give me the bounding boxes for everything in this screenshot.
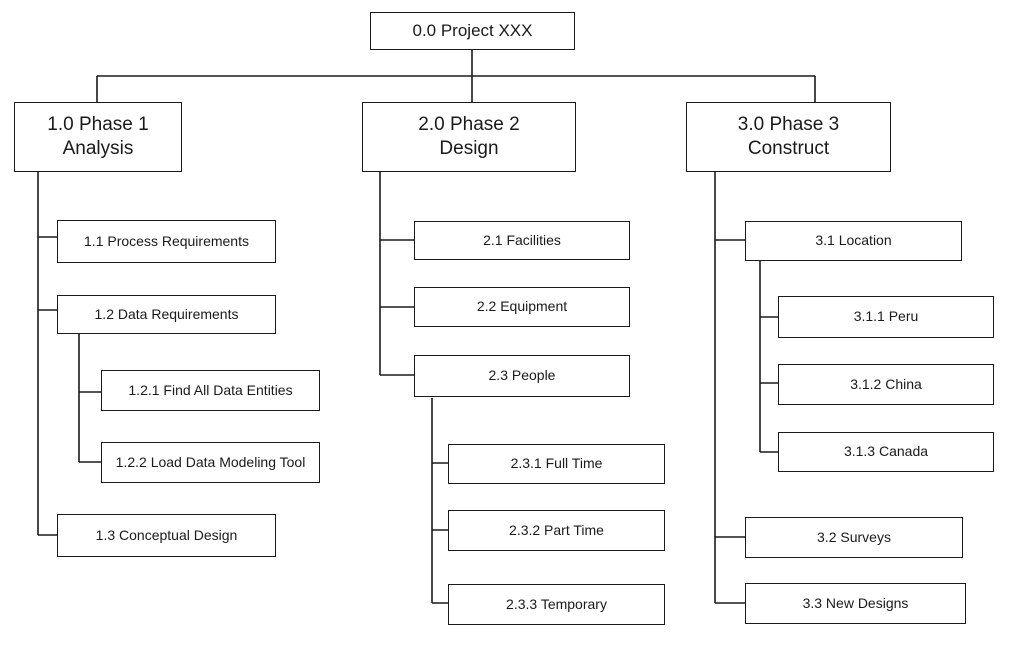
node-2-3-1: 2.3.1 Full Time [448,444,665,484]
node-phase-2: 2.0 Phase 2 Design [362,102,576,172]
node-2-3-3: 2.3.3 Temporary [448,584,665,625]
node-label-line2: Analysis [62,138,134,159]
node-project-root: 0.0 Project XXX [370,12,575,50]
node-label: 2.3.2 Part Time [509,521,604,538]
connector-phase3 [714,172,745,604]
node-label: 1.2 Data Requirements [94,305,239,322]
node-label: 3.2 Surveys [817,528,891,545]
node-label: 1.1 Process Requirements [84,232,249,249]
node-label-line1: 2.0 Phase 2 [418,114,520,136]
node-2-3: 2.3 People [414,355,630,397]
node-1-1: 1.1 Process Requirements [57,220,276,263]
node-3-1-2: 3.1.2 China [778,364,994,405]
node-label: 3.1.2 China [850,375,922,392]
connector-phase2 [379,172,414,376]
node-2-2: 2.2 Equipment [414,287,630,327]
node-label: 1.2.1 Find All Data Entities [128,381,293,398]
connector-phase2-sub [431,398,448,604]
node-1-2-1: 1.2.1 Find All Data Entities [101,370,320,411]
node-3-1-1: 3.1.1 Peru [778,296,994,338]
connector-phase1-sub [78,334,101,463]
node-1-3: 1.3 Conceptual Design [57,514,276,557]
node-label-line1: 3.0 Phase 3 [737,114,840,136]
node-3-1-3: 3.1.3 Canada [778,432,994,472]
node-label: 0.0 Project XXX [412,21,533,41]
node-label: 2.3.3 Temporary [506,595,607,612]
node-phase-3: 3.0 Phase 3 Construct [686,102,891,172]
node-phase-1: 1.0 Phase 1 Analysis [14,102,182,172]
node-label: 1.3 Conceptual Design [95,526,238,543]
node-3-1: 3.1 Location [745,221,962,261]
node-label-line1: 1.0 Phase 1 [47,114,149,136]
node-label: 2.3 People [488,367,556,384]
connector-phase3-sub [759,261,778,453]
node-2-1: 2.1 Facilities [414,221,630,260]
node-label: 1.2.2 Load Data Modeling Tool [115,453,306,470]
node-1-2: 1.2 Data Requirements [57,295,276,334]
connector-phase1 [37,172,57,536]
node-label: 2.3.1 Full Time [510,455,603,472]
node-label-line2: Design [439,138,499,159]
node-3-2: 3.2 Surveys [745,517,963,558]
node-label: 3.1.3 Canada [843,443,929,460]
node-label: 2.1 Facilities [483,231,561,248]
node-3-3: 3.3 New Designs [745,583,966,624]
node-label: 3.3 New Designs [802,594,909,611]
node-label: 2.2 Equipment [476,298,568,315]
node-label-line2: Construct [747,138,830,159]
node-2-3-2: 2.3.2 Part Time [448,510,665,551]
node-label: 3.1 Location [815,232,892,249]
connector-root [96,50,816,102]
node-1-2-2: 1.2.2 Load Data Modeling Tool [101,442,320,483]
node-label: 3.1.1 Peru [853,308,919,325]
